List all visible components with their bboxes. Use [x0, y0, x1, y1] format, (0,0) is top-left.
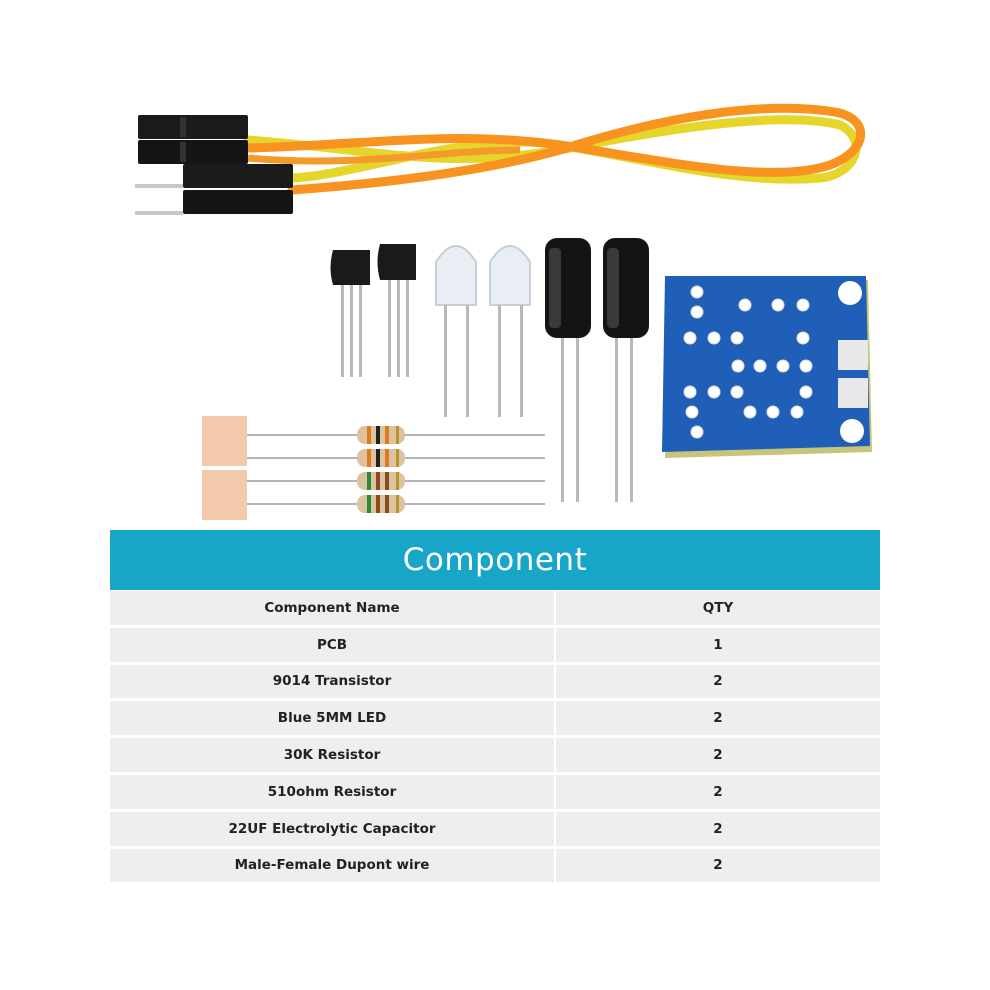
table-row: Blue 5MM LED 2 — [110, 701, 880, 736]
component-name-cell: 22UF Electrolytic Capacitor — [110, 811, 554, 846]
qty-cell: 2 — [556, 701, 880, 736]
resistor — [357, 426, 405, 444]
qty-cell: 2 — [556, 811, 880, 846]
led — [435, 245, 477, 306]
component-name-cell: Blue 5MM LED — [110, 701, 554, 736]
qty-cell: 1 — [556, 627, 880, 662]
transistor — [377, 244, 416, 280]
table-row: PCB 1 — [110, 627, 880, 662]
banner-title: Component — [402, 542, 588, 578]
capacitors — [545, 238, 649, 502]
table-header-row: Component Name QTY — [110, 591, 880, 625]
component-name-cell: 30K Resistor — [110, 738, 554, 772]
component-name-cell: 9014 Transistor — [110, 664, 554, 699]
resistor-tape — [202, 416, 247, 466]
male-header — [183, 164, 293, 188]
resistor — [357, 449, 405, 467]
female-header — [138, 115, 248, 139]
table-row: 9014 Transistor 2 — [110, 664, 880, 699]
table-row: Male-Female Dupont wire 2 — [110, 848, 880, 883]
header-component-name: Component Name — [110, 591, 554, 625]
dupont-wires — [135, 103, 866, 215]
table-row: 22UF Electrolytic Capacitor 2 — [110, 811, 880, 846]
qty-cell: 2 — [556, 848, 880, 883]
leds — [435, 245, 531, 417]
transistors — [330, 244, 416, 377]
table-row: 30K Resistor 2 — [110, 738, 880, 772]
component-name-cell: Male-Female Dupont wire — [110, 848, 554, 883]
component-name-cell: 510ohm Resistor — [110, 774, 554, 809]
qty-cell: 2 — [556, 738, 880, 772]
component-name-cell: PCB — [110, 627, 554, 662]
resistor — [357, 495, 405, 513]
led — [489, 245, 531, 306]
transistor — [330, 250, 370, 285]
header-qty: QTY — [556, 591, 880, 625]
qty-cell: 2 — [556, 774, 880, 809]
pcb-board — [662, 276, 872, 458]
resistors — [202, 416, 545, 520]
components-photo — [135, 103, 872, 520]
table-row: 510ohm Resistor 2 — [110, 774, 880, 809]
resistor — [357, 472, 405, 490]
component-table: Component Name QTY PCB 1 9014 Transistor… — [110, 591, 880, 883]
component-banner: Component — [110, 530, 880, 590]
resistor-tape — [202, 470, 247, 520]
wire-orange — [243, 103, 866, 195]
qty-cell: 2 — [556, 664, 880, 699]
